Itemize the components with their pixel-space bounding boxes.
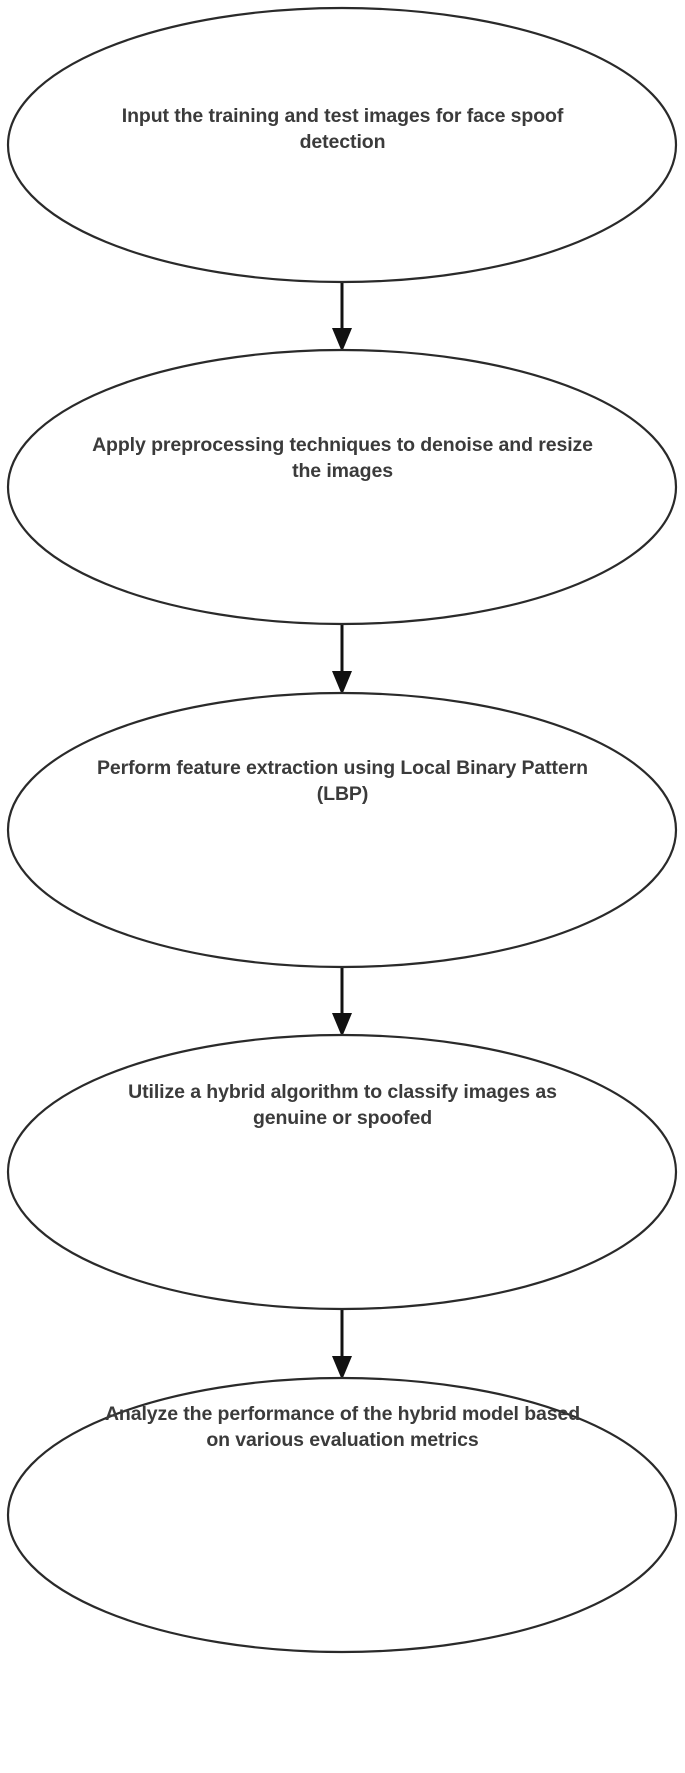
node-performance-analysis[interactable] (6, 1376, 678, 1654)
arrow-head (332, 328, 352, 352)
node-feature-extraction[interactable] (6, 691, 678, 969)
connector-group (332, 283, 352, 1380)
arrow-classification-to-analysis (332, 1310, 352, 1380)
arrow-head (332, 1356, 352, 1380)
node-input-images[interactable] (6, 6, 678, 284)
arrow-head (332, 671, 352, 695)
arrow-input-to-preprocessing (332, 283, 352, 352)
node-group (6, 6, 678, 1654)
arrow-preprocessing-to-feature-extraction (332, 625, 352, 695)
node-preprocessing[interactable] (6, 348, 678, 626)
arrow-head (332, 1013, 352, 1037)
node-hybrid-classification[interactable] (6, 1033, 678, 1311)
arrow-feature-extraction-to-classification (332, 968, 352, 1037)
